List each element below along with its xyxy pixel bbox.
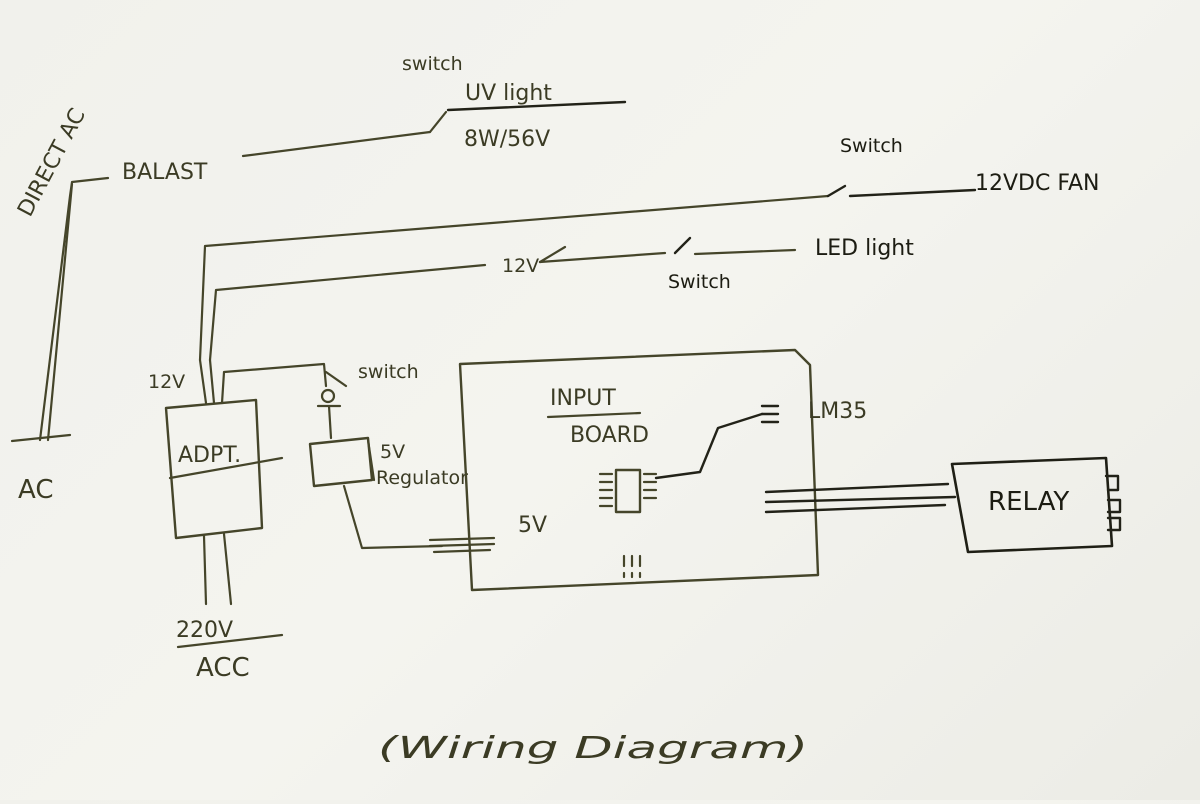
reg-switch-terminal [316, 404, 342, 440]
fan-supply-wire [198, 194, 830, 362]
ic-chip [598, 468, 658, 514]
direct-ac-wire-1 [38, 176, 110, 442]
input-board-box [458, 348, 820, 592]
adapter-divider [168, 456, 284, 480]
regulator-voltage-label: 5V [380, 441, 405, 463]
ac-label: AC [18, 475, 53, 505]
adapter-12v-label: 12V [148, 371, 185, 393]
reg-switch-label: switch [358, 361, 419, 383]
direct-ac-wire-2 [46, 182, 74, 442]
board-label-line2: BOARD [570, 423, 649, 448]
fan-label: 12VDC FAN [975, 171, 1099, 196]
relay-label: RELAY [988, 487, 1069, 517]
mains-label: 220V [176, 618, 233, 643]
board-5v-label: 5V [518, 513, 547, 538]
led-switch-lever [673, 236, 692, 255]
relay-terminals [1104, 474, 1122, 532]
uv-light-wire [446, 100, 627, 112]
adapter-group: 12V ADPT. 220V ACC [148, 358, 284, 683]
regulator-group: switch 5V Regulator [220, 361, 496, 554]
adapter-label: ADPT. [178, 443, 241, 468]
mains-ac-label: ACC [196, 653, 250, 683]
regulator-box [308, 436, 374, 488]
mains-input-wires [202, 532, 233, 606]
led-arrow [538, 245, 567, 264]
uv-switch-lever [428, 110, 448, 134]
fan-switch-lever [826, 184, 847, 198]
regulator-supply-wire [220, 362, 328, 405]
input-board-group: INPUT BOARD 5V [458, 348, 820, 592]
adapter-box [164, 398, 264, 540]
ic-left-pins [598, 472, 614, 508]
direct-ac-group: DIRECT AC AC [10, 105, 110, 505]
ac-terminal-bar [10, 433, 72, 443]
reg-switch-lever [324, 370, 348, 388]
led-wire [693, 248, 797, 256]
board-label-line1: INPUT [550, 386, 616, 411]
led-light-label: LED light [815, 236, 914, 261]
board-label-underline [546, 411, 642, 419]
board-5v-pins [428, 536, 496, 554]
fan-circuit: Switch 12VDC FAN [198, 135, 1099, 362]
relay-signal-wires [764, 482, 957, 514]
reg-switch-pivot [320, 388, 336, 404]
mains-underline [176, 633, 284, 649]
regulator-output-wire [342, 484, 444, 550]
led-supply-wire-a [208, 263, 487, 362]
led-supply-label: 12V [502, 255, 539, 277]
uv-rating-label: 8W/56V [464, 127, 550, 152]
uv-switch-label: switch [402, 53, 463, 75]
relay-box [950, 456, 1114, 554]
ballast-wire [241, 130, 432, 158]
fan-wire [848, 188, 977, 198]
led-switch-label: Switch [668, 271, 731, 293]
regulator-pin [366, 438, 376, 482]
ic-right-pins [642, 472, 658, 500]
ic-body [614, 468, 642, 514]
sensor-pins [760, 404, 780, 424]
adapter-output-wires [198, 358, 216, 405]
ballast-group: BALAST switch UV light 8W/56V [122, 53, 627, 185]
sensor-wire [654, 412, 764, 480]
ballast-label: BALAST [122, 160, 208, 185]
diagram-title: (Wiring Diagram) [378, 731, 808, 766]
led-supply-wire-b [538, 251, 667, 264]
regulator-label: Regulator [376, 467, 468, 489]
sensor-label: LM35 [808, 399, 867, 424]
fan-switch-label: Switch [840, 135, 903, 157]
uv-light-label: UV light [465, 81, 552, 106]
direct-ac-label: DIRECT AC [13, 105, 91, 221]
diagram-title-group: (Wiring Diagram) [378, 731, 808, 766]
led-circuit: 12V Switch LED light [208, 236, 914, 362]
relay-group: RELAY [764, 456, 1122, 554]
board-header-pins [622, 554, 642, 579]
